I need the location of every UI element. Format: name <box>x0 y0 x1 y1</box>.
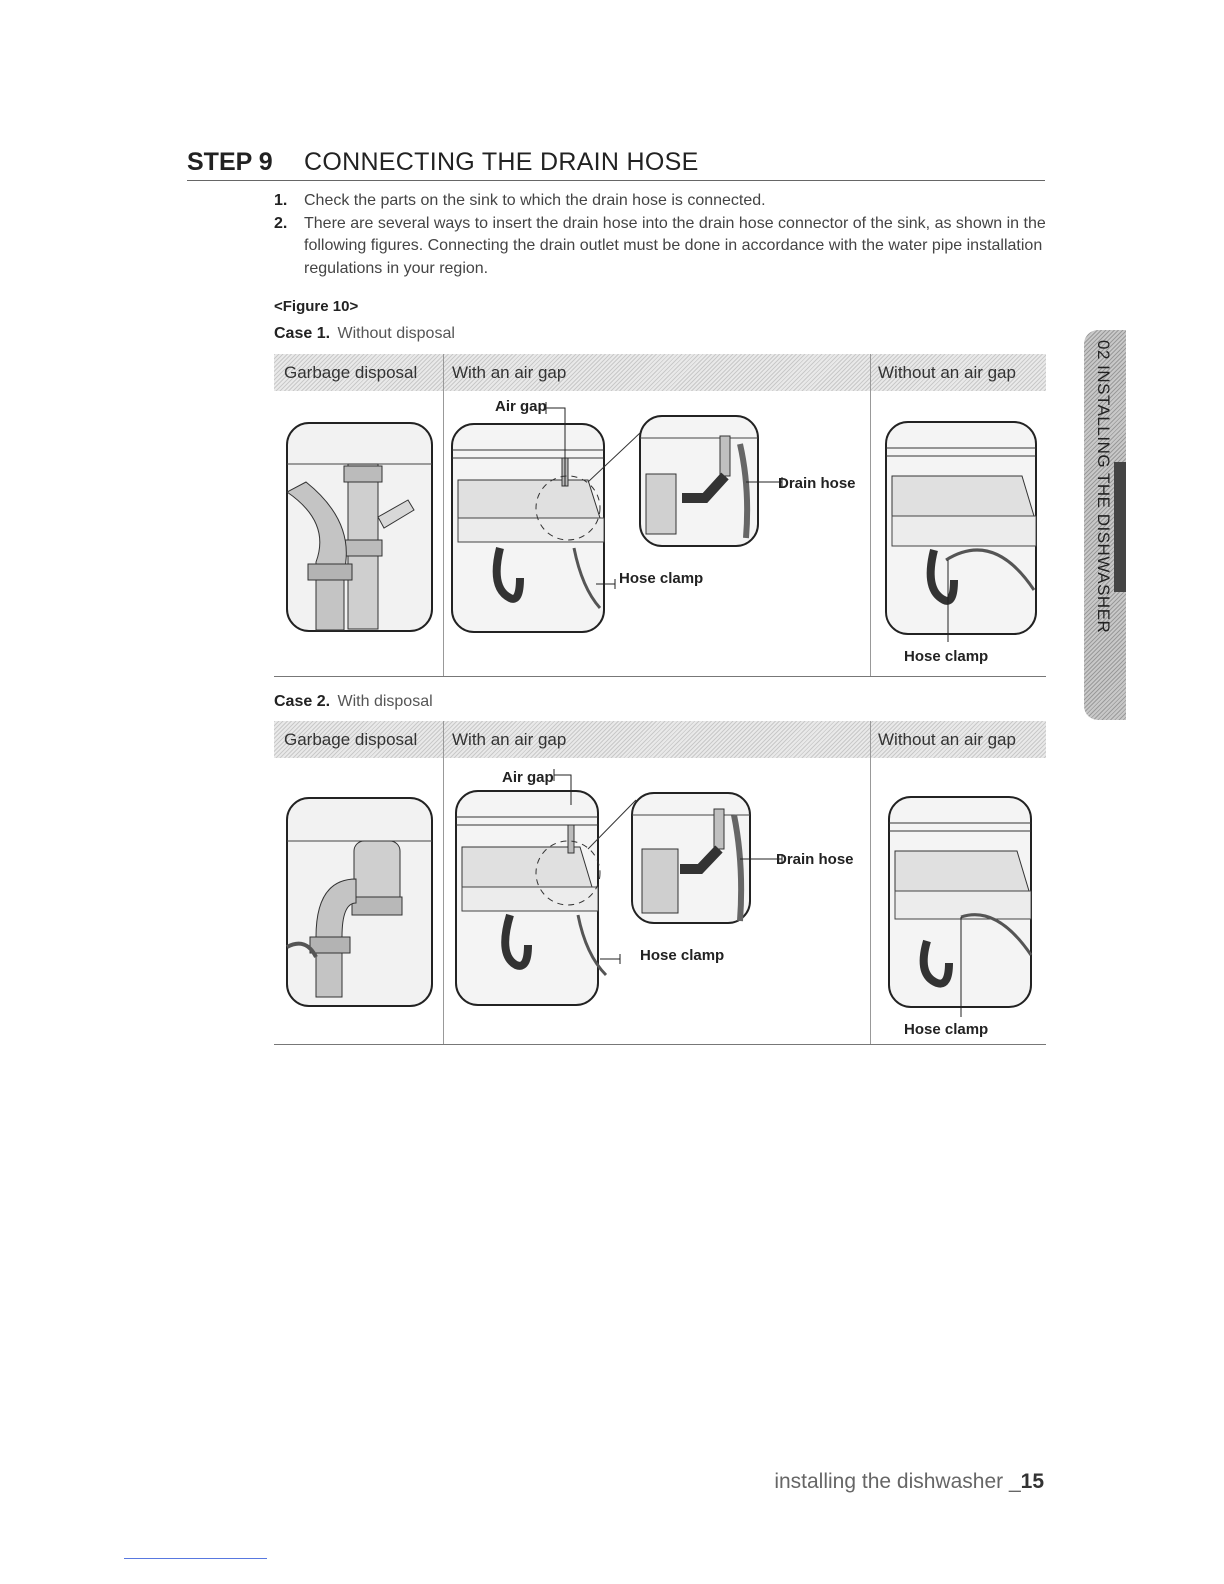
case-prefix: Case 1. <box>274 325 331 342</box>
item-text: Check the parts on the sink to which the… <box>304 192 766 209</box>
column-header-garbage-disposal: Garbage disposal <box>284 363 418 382</box>
item-number: 2. <box>274 214 288 232</box>
column-header-with-air-gap: With an air gap <box>452 730 567 749</box>
case-name: Without disposal <box>337 325 455 342</box>
section-heading: STEP 9 CONNECTING THE DRAIN HOSE <box>187 148 1045 181</box>
table-header <box>274 354 1046 391</box>
chapter-side-tab: 02 INSTALLING THE DISHWASHER <box>1084 330 1126 720</box>
column-header-garbage-disposal: Garbage disposal <box>284 730 418 749</box>
column-divider <box>870 354 871 676</box>
instruction-list: 1. Check the parts on the sink to which … <box>274 190 1054 280</box>
item-text: There are several ways to insert the dra… <box>304 214 1046 277</box>
page-title: CONNECTING THE DRAIN HOSE <box>304 148 699 176</box>
column-header-without-air-gap: Without an air gap <box>878 730 1016 749</box>
figure-table-case-2: Garbage disposal With an air gap Without… <box>274 721 1046 1045</box>
column-divider <box>443 354 444 676</box>
hose-clamp-label: Hose clamp <box>904 648 989 665</box>
step-number: STEP 9 <box>187 148 273 176</box>
case-prefix: Case 2. <box>274 693 331 710</box>
hose-clamp-label: Hose clamp <box>640 947 725 964</box>
list-item: 2. There are several ways to insert the … <box>274 213 1054 281</box>
tab-highlight <box>1114 462 1126 592</box>
figure-table-case-1: Garbage disposal With an air gap Without… <box>274 354 1046 677</box>
case-name: With disposal <box>337 693 433 710</box>
case-1-caption: Case 1. Without disposal <box>274 325 455 343</box>
column-divider <box>870 721 871 1044</box>
air-gap-illustration <box>455 769 783 1006</box>
without-air-gap-illustration <box>885 421 1037 642</box>
footer-text: installing the dishwasher _ <box>774 1470 1021 1493</box>
air-gap-label: Air gap <box>495 398 547 415</box>
page-number: 15 <box>1020 1470 1044 1493</box>
figure-label: <Figure 10> <box>274 298 359 315</box>
chapter-tab-label: 02 INSTALLING THE DISHWASHER <box>1094 340 1113 634</box>
list-item: 1. Check the parts on the sink to which … <box>274 190 1054 213</box>
air-gap-label: Air gap <box>502 769 554 786</box>
air-gap-illustration <box>451 402 783 633</box>
table-header <box>274 721 1046 758</box>
hose-clamp-label: Hose clamp <box>619 570 704 587</box>
drain-hose-label: Drain hose <box>778 475 856 492</box>
drain-hose-label: Drain hose <box>776 851 854 868</box>
without-air-gap-illustration <box>888 796 1033 1017</box>
column-divider <box>443 721 444 1044</box>
garbage-disposal-illustration <box>286 797 433 1007</box>
column-header-without-air-gap: Without an air gap <box>878 363 1016 382</box>
page-footer: installing the dishwasher _15 <box>774 1470 1044 1494</box>
hose-clamp-label: Hose clamp <box>904 1021 989 1038</box>
column-header-with-air-gap: With an air gap <box>452 363 567 382</box>
item-number: 1. <box>274 192 288 209</box>
footnote-rule <box>124 1558 267 1559</box>
garbage-disposal-illustration <box>286 422 433 632</box>
case-2-caption: Case 2. With disposal <box>274 693 433 711</box>
